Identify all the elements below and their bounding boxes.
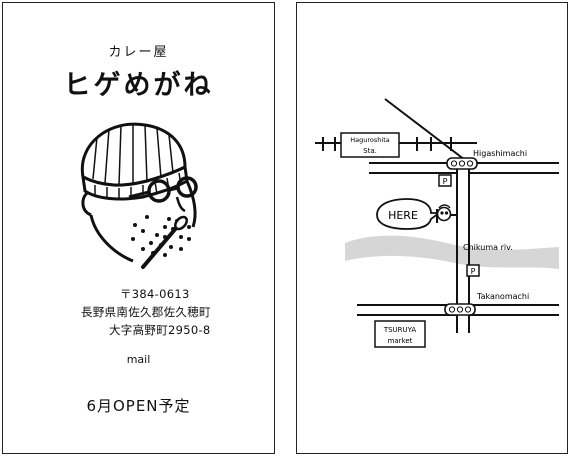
business-card-map: Haguroshita Sta. Higashimachi P P HERE C…: [296, 2, 568, 454]
parking-icon: [438, 174, 452, 187]
higashimachi-label: Higashimachi: [473, 149, 527, 158]
market-label-2: market: [388, 337, 413, 345]
opening-notice: 6月OPEN予定: [86, 397, 191, 415]
parking-icon: [466, 264, 480, 277]
postal-code: 〒384-0613: [120, 287, 190, 301]
bearded-man-illustration: [80, 122, 198, 269]
here-label: HERE: [388, 209, 418, 222]
traffic-signal-icon: [446, 157, 478, 170]
traffic-signal-icon: [444, 303, 476, 316]
diagonal-road: [384, 98, 470, 164]
market-box: [374, 320, 426, 348]
business-card-front: カレー屋 ヒゲめがね: [2, 2, 275, 454]
cross-roads: [357, 162, 559, 316]
parking-label-2: P: [471, 267, 476, 276]
station-label-2: Sta.: [363, 147, 377, 155]
main-road: [456, 163, 470, 333]
station-box: [340, 132, 400, 158]
shop-type: カレー屋: [108, 45, 169, 60]
address-line-1: 長野県南佐久郡佐久穂町: [81, 305, 211, 319]
mascot-icon: [436, 204, 452, 222]
parking-label-1: P: [443, 177, 448, 186]
river-label: Chikuma riv.: [463, 243, 513, 252]
access-map: Haguroshita Sta. Higashimachi P P HERE C…: [315, 98, 559, 348]
mail-label: mail: [126, 353, 151, 366]
market-label-1: TSURUYA: [383, 326, 417, 334]
address-line-2: 大字高野町2950-8: [109, 323, 211, 337]
takanomachi-label: Takanomachi: [476, 292, 529, 301]
station-label-1: Haguroshita: [350, 136, 389, 144]
river-shape: [345, 235, 559, 269]
shop-name: ヒゲめがね: [63, 70, 214, 101]
